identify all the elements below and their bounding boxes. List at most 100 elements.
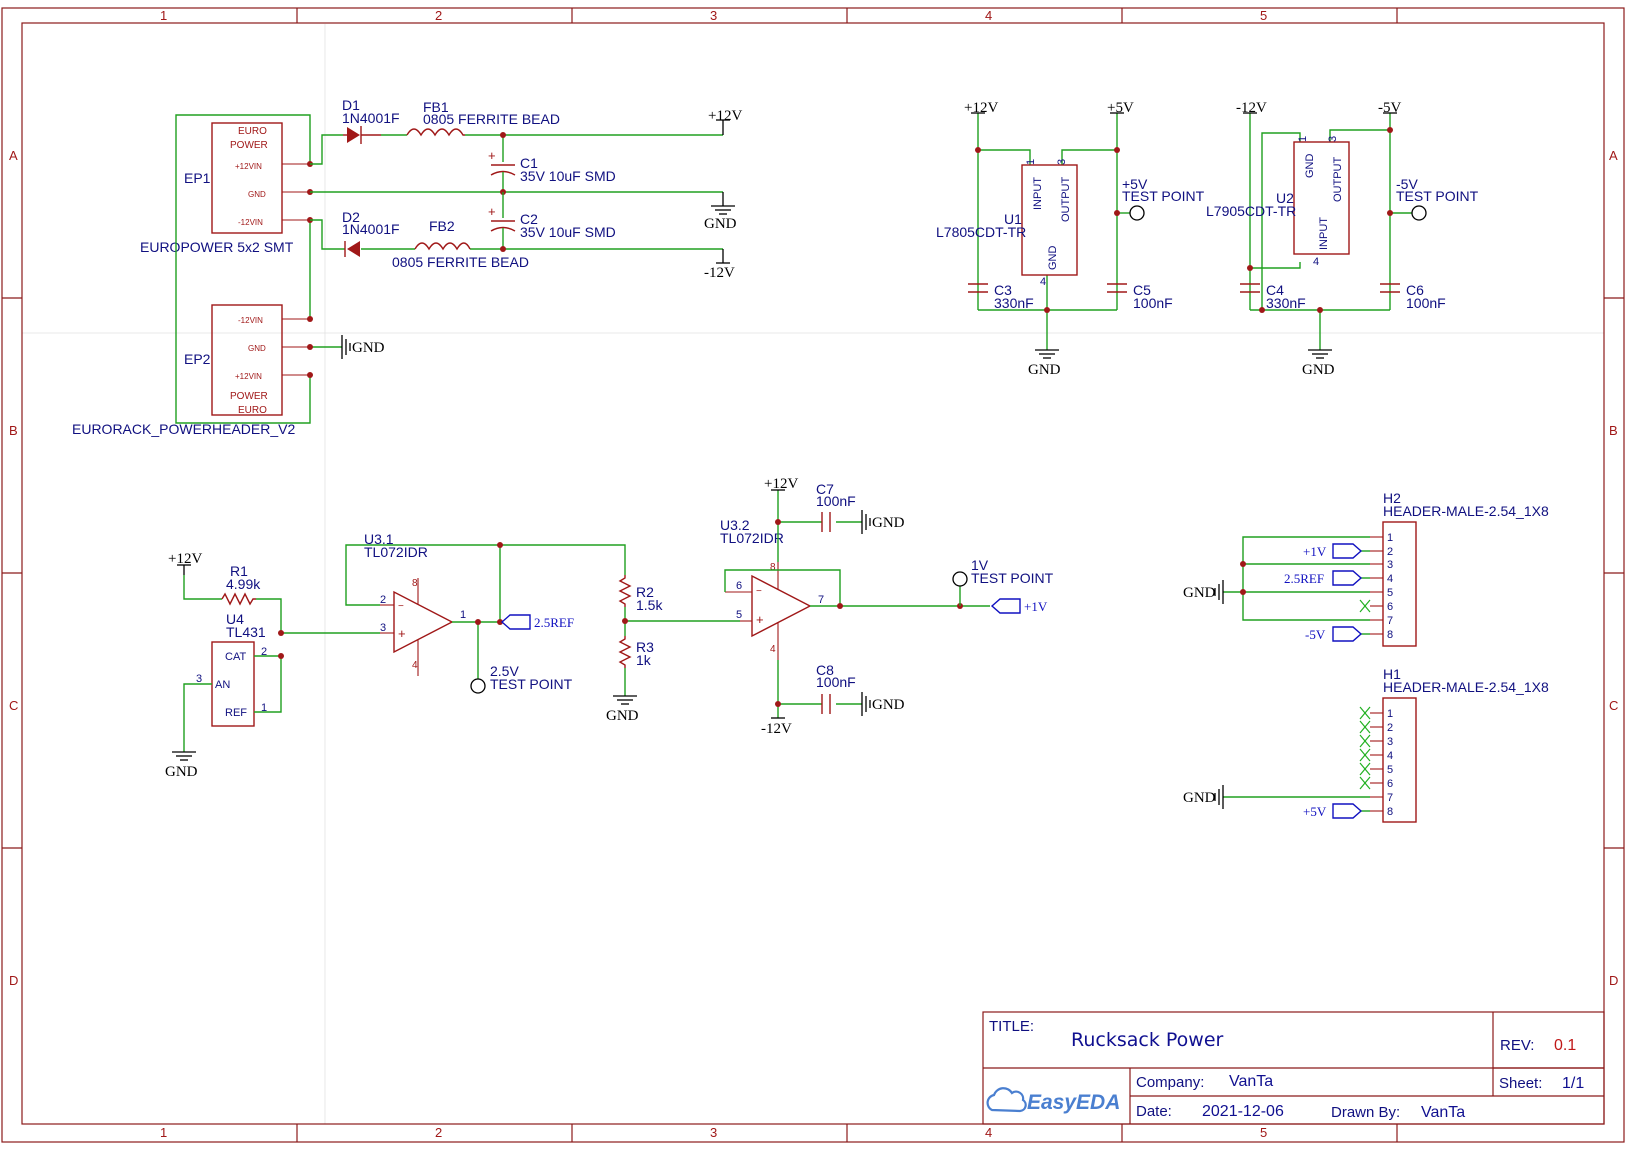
c7-capacitor[interactable]: C7 100nF [816, 481, 856, 532]
gnd-flag-input: GND [704, 192, 737, 232]
c7-gnd-label: GND [872, 515, 905, 531]
background-grid [22, 24, 1604, 1124]
c3-capacitor[interactable]: C3 330nF [968, 282, 1034, 311]
r3-resistor[interactable]: R3 1k [618, 636, 654, 668]
h2-m5v-label: -5V [1305, 627, 1326, 642]
u4-pin-ref-label: REF [225, 707, 247, 719]
u2-pin1-num: 1 [1297, 136, 1309, 142]
row-label-a-right: A [1609, 148, 1618, 163]
h1-p5v-label: +5V [1303, 804, 1327, 819]
row-label-d-right: D [1609, 973, 1618, 988]
sheet-border: 1 2 3 4 5 1 2 3 4 5 A B C D A B C D [1, 7, 1625, 1143]
u4-value: TL431 [226, 624, 266, 640]
h1-pin7: 7 [1387, 792, 1393, 804]
ep2-connector[interactable]: -12VIN GND +12VIN POWER EURO EP2 EURORAC… [72, 304, 310, 437]
date-value: 2021-12-06 [1202, 1103, 1284, 1120]
col-label-4-bottom: 4 [985, 1125, 992, 1140]
d2-diode[interactable]: D2 1N4001F [342, 209, 400, 257]
c7-ref: C7 [816, 481, 834, 497]
col-label-1-bottom: 1 [160, 1125, 167, 1140]
c6-capacitor[interactable]: C6 100nF [1380, 282, 1446, 311]
ep1-line-gnd: GND [248, 190, 266, 199]
gnd-flag-ep2: GND [341, 335, 385, 359]
h2-m5v-port: -5V [1305, 626, 1363, 642]
r1-12v-label: +12V [168, 551, 202, 567]
u1-out-5v-label: +5V [1107, 100, 1134, 116]
drawn-value: VanTa [1421, 1104, 1465, 1121]
ep1-connector[interactable]: EURO POWER +12VIN GND -12VIN EP1 EUROPOW… [140, 122, 310, 255]
ep1-line-euro: EURO [238, 126, 267, 137]
title-text: Rucksack Power [1071, 1029, 1224, 1051]
tp-m5v[interactable]: -5V TEST POINT [1396, 176, 1479, 221]
c2-capacitor[interactable]: + C2 35V 10uF SMD [488, 192, 616, 252]
u31-value: TL072IDR [364, 544, 428, 560]
u2-regulator[interactable]: GND OUTPUT INPUT 1 3 4 U2 L7905CDT-TR [1206, 136, 1350, 268]
r2-resistor[interactable]: R2 1.5k [618, 575, 663, 613]
ep2-line-m12vin: -12VIN [238, 316, 263, 325]
h1-gnd-flag: GND [1183, 785, 1224, 809]
h1-header[interactable]: H1 HEADER-MALE-2.54_1X8 1 2 3 4 5 6 7 8 [1370, 666, 1549, 823]
tp-1v-value: TEST POINT [971, 570, 1054, 586]
u4-shunt-reference[interactable]: CAT AN REF 2 3 1 U4 TL431 [196, 611, 267, 727]
u1-pin3-num: 3 [1056, 159, 1068, 165]
rev-label: REV: [1500, 1037, 1534, 1054]
fb1-ferrite-bead[interactable]: FB1 0805 FERRITE BEAD [406, 99, 560, 137]
c1-value: 35V 10uF SMD [520, 168, 616, 184]
fb2-ferrite-bead[interactable]: FB2 0805 FERRITE BEAD [392, 218, 529, 270]
regulator-m5v-section: GND OUTPUT INPUT 1 3 4 U2 L7905CDT-TR C4… [1206, 100, 1479, 378]
date-label: Date: [1136, 1103, 1172, 1120]
h2-pin1: 1 [1387, 532, 1393, 544]
u1-regulator[interactable]: INPUT OUTPUT GND 1 3 4 U1 L7805CDT-TR [936, 159, 1078, 288]
u2-ref: U2 [1276, 190, 1294, 206]
col-label-3: 3 [710, 8, 717, 23]
u31-pin2-num: 2 [380, 594, 386, 606]
input-power-section: EURO POWER +12VIN GND -12VIN EP1 EUROPOW… [72, 97, 742, 437]
c4-capacitor[interactable]: C4 330nF [1240, 282, 1306, 311]
c4-ref: C4 [1266, 282, 1284, 298]
u32-opamp[interactable]: − + 6 5 7 8 4 U3.2 TL072IDR [720, 517, 824, 660]
u1-in-12v-label: +12V [964, 100, 998, 116]
easyeda-logo-text: EasyEDA [1027, 1091, 1120, 1114]
u31-pin1-num: 1 [460, 609, 466, 621]
u2-out-m5v-flag: -5V [1378, 100, 1401, 116]
c8-gnd-label: GND [872, 697, 905, 713]
row-label-c-right: C [1609, 698, 1618, 713]
r1-resistor[interactable]: R1 4.99k [221, 563, 261, 606]
tp-25v-label: 2.5V [490, 663, 519, 679]
tp-1v[interactable]: 1V TEST POINT [952, 557, 1054, 587]
c5-capacitor[interactable]: C5 100nF [1107, 282, 1173, 311]
c8-capacitor[interactable]: C8 100nF [816, 662, 856, 714]
tp-5v[interactable]: +5V TEST POINT [1122, 176, 1205, 221]
tp-25v[interactable]: 2.5V TEST POINT [470, 663, 573, 694]
u32-minus: − [756, 586, 762, 597]
h2-gnd-label: GND [1183, 585, 1216, 601]
c8-ref: C8 [816, 662, 834, 678]
c3-ref: C3 [994, 282, 1012, 298]
p12-power-flag: +12V [708, 108, 742, 135]
h1-p5v-port: +5V [1303, 803, 1363, 819]
r3-ref: R3 [636, 639, 654, 655]
p12-flag-label: +12V [708, 108, 742, 124]
tp-5v-label: +5V [1122, 176, 1148, 192]
c1-capacitor[interactable]: + C1 35V 10uF SMD [488, 132, 616, 195]
tp-m5v-value: TEST POINT [1396, 188, 1479, 204]
row-label-b-right: B [1609, 423, 1618, 438]
u32-m12v-flag: -12V [761, 717, 792, 737]
u31-opamp[interactable]: − + 2 3 1 8 4 U3.1 TL072IDR [364, 531, 466, 676]
u2-value: L7905CDT-TR [1206, 203, 1296, 219]
h2-ref-port: 2.5REF [1284, 570, 1363, 586]
u2-in-m12v-flag: -12V [1236, 100, 1267, 116]
fb2-value: 0805 FERRITE BEAD [392, 254, 529, 270]
u32-12v-label: +12V [764, 476, 798, 492]
d1-diode[interactable]: D1 1N4001F [342, 97, 400, 144]
col-label-5-bottom: 5 [1260, 1125, 1267, 1140]
p1v-net-label: +1V [1024, 599, 1048, 614]
h1-nc-pins [1359, 706, 1371, 790]
sheet-label: Sheet: [1499, 1075, 1542, 1092]
col-label-4: 4 [985, 8, 992, 23]
h1-pin6: 6 [1387, 778, 1393, 790]
h1-gnd-label: GND [1183, 790, 1216, 806]
h2-header[interactable]: H2 HEADER-MALE-2.54_1X8 1 2 3 4 5 6 7 8 [1370, 490, 1549, 647]
u1-pin1-num: 1 [1025, 159, 1037, 165]
